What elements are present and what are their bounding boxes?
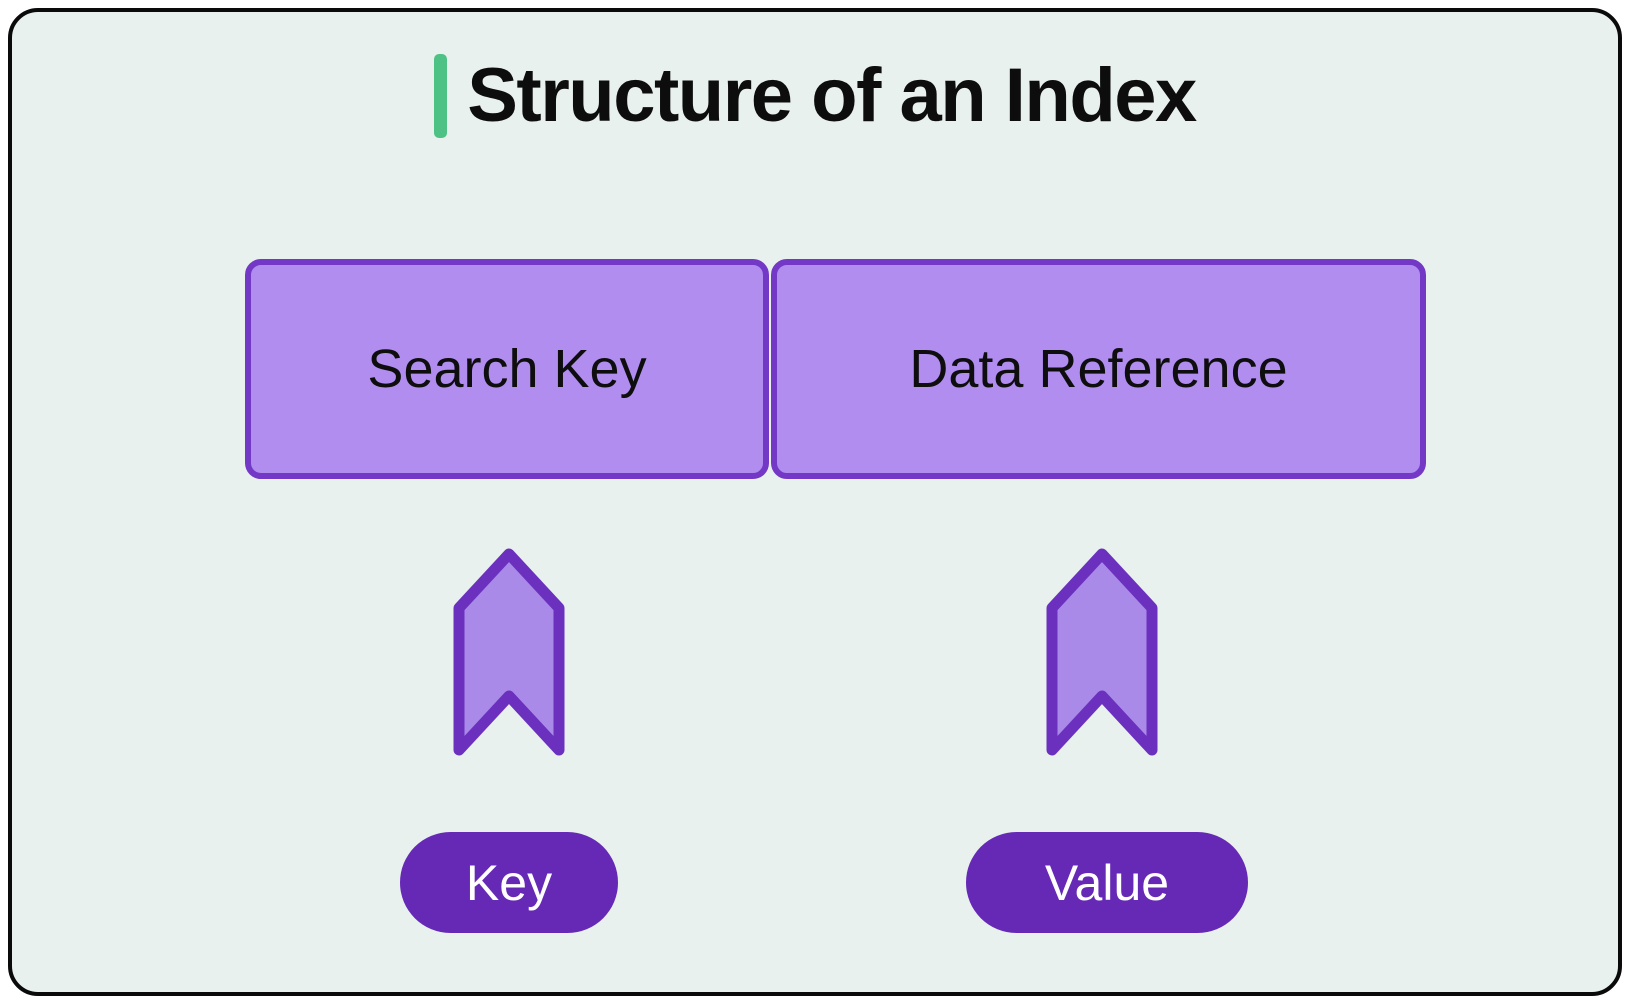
title-accent-bar — [434, 54, 448, 138]
index-entry-row: Search Key Data Reference — [245, 259, 1426, 479]
key-tag: Key — [400, 832, 618, 933]
index-structure-card: Structure of an Index Search Key Data Re… — [8, 8, 1622, 996]
title-block: Structure of an Index — [12, 52, 1618, 140]
data-reference-box: Data Reference — [771, 259, 1426, 479]
search-key-box: Search Key — [245, 259, 769, 479]
search-key-label: Search Key — [367, 339, 647, 399]
data-reference-label: Data Reference — [909, 339, 1288, 399]
up-arrow-icon — [453, 548, 565, 756]
up-arrow-icon — [1046, 548, 1158, 756]
value-tag: Value — [966, 832, 1248, 933]
key-tag-label: Key — [465, 854, 553, 911]
value-tag-label: Value — [1044, 854, 1170, 911]
page-title: Structure of an Index — [467, 53, 1197, 138]
